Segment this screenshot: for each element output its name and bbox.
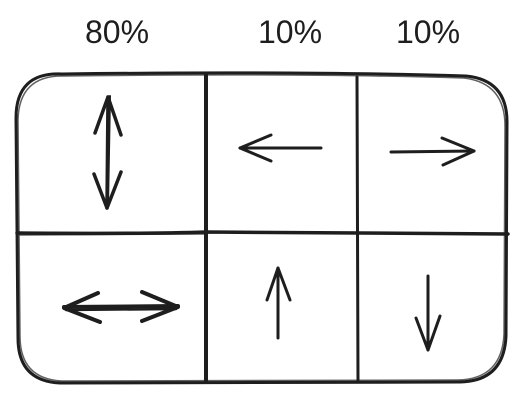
column-label-2: 10%	[257, 14, 323, 50]
up-down-arrow-icon	[92, 95, 123, 210]
down-arrow-icon	[414, 274, 442, 352]
column-label-3: 10%	[395, 14, 461, 50]
grid-divider-vertical-2	[355, 75, 360, 384]
column-label-1: 80%	[84, 14, 150, 50]
left-right-arrow-icon	[62, 290, 180, 324]
grid-divider-horizontal	[15, 230, 510, 236]
up-arrow-icon	[265, 266, 292, 340]
left-arrow-icon	[238, 133, 323, 163]
grid-frame	[14, 71, 509, 385]
right-arrow-icon	[389, 136, 476, 167]
